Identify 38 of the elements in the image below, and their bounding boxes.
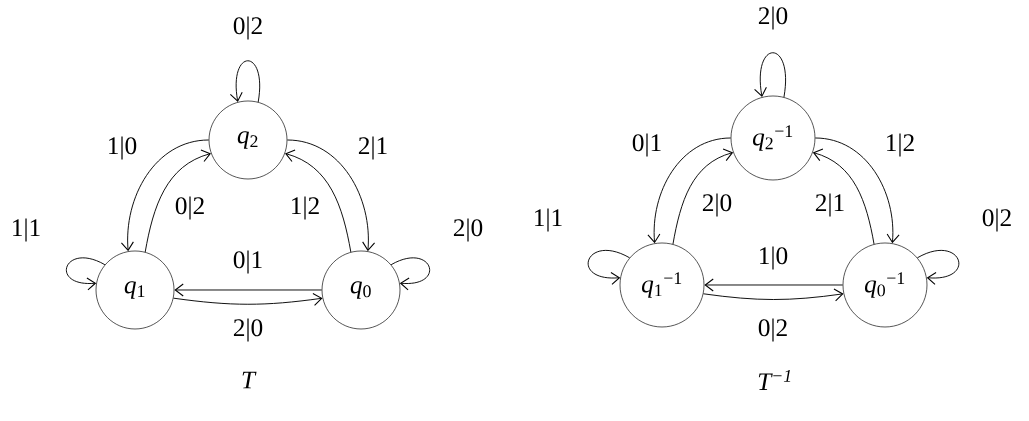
transition-arrow (173, 292, 323, 306)
edge-label: 0|1 (231, 249, 265, 275)
edge-label: 2|1 (356, 135, 390, 161)
edge-label: 1|2 (883, 132, 917, 158)
edge-label: 1|1 (531, 207, 565, 233)
transition-arrow (120, 139, 210, 252)
transition-arrow (284, 149, 352, 253)
edge-label: 0|1 (630, 132, 664, 158)
caption: T (242, 371, 257, 389)
edge-label: 2|0 (700, 192, 734, 218)
transition-arrow (702, 288, 844, 302)
transition-arrow (286, 139, 376, 252)
edge-label: 2|1 (813, 192, 847, 218)
loop-arrow (754, 52, 786, 98)
transition-arrow (144, 149, 212, 253)
transition-arrow (814, 137, 900, 244)
loop-arrow (229, 60, 261, 103)
loop-arrow (587, 250, 631, 285)
edge-label: 1|0 (756, 245, 790, 271)
edge-label: 0|2 (756, 317, 790, 343)
loop-arrow (390, 257, 431, 291)
transition-arrow (704, 278, 844, 292)
transition-arrow (174, 283, 323, 297)
transition-arrow (647, 137, 732, 244)
edge-label: 2|0 (451, 217, 485, 243)
edge-label: 2|0 (756, 5, 790, 31)
edge-label: 1|2 (288, 195, 322, 221)
transition-arrow (672, 148, 734, 245)
edge-label: 1|1 (9, 217, 43, 243)
loop-arrow (65, 257, 106, 291)
edge-label: 0|2 (980, 207, 1014, 233)
loop-arrow (916, 250, 960, 285)
edge-label: 0|2 (173, 195, 207, 221)
edge-label: 0|2 (231, 15, 265, 41)
edge-label: 2|0 (231, 317, 265, 343)
edge-label: 1|0 (105, 135, 139, 161)
caption: T$^{−1}$ (758, 369, 791, 390)
transition-arrow (812, 148, 875, 245)
